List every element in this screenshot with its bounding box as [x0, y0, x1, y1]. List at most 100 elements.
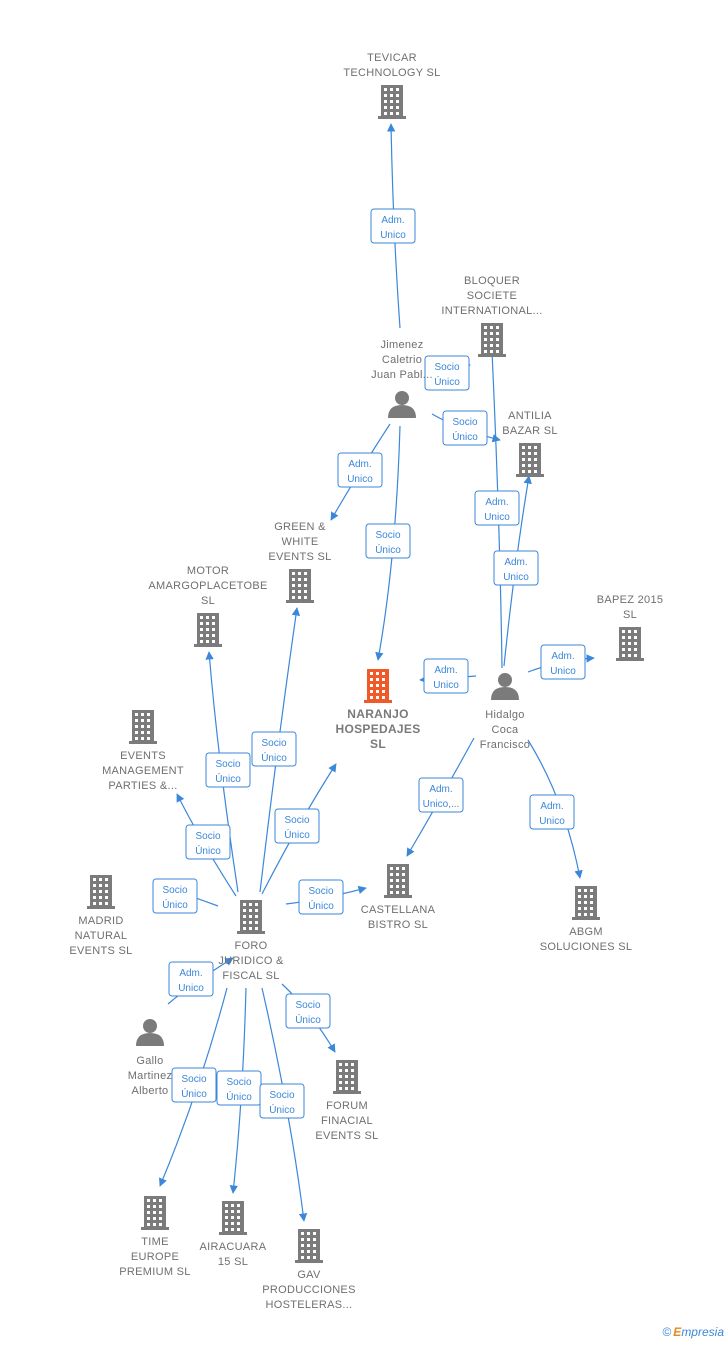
node-label: Gallo	[136, 1055, 163, 1067]
edge-label-text: Adm.	[540, 801, 563, 812]
building-icon[interactable]	[516, 443, 544, 477]
edge-label-gallo-foro[interactable]: Adm.Unico	[168, 961, 214, 997]
edge-label-text: Adm.	[434, 665, 457, 676]
node-label: WHITE	[282, 536, 319, 548]
edge-label-jimenez-green[interactable]: Adm.Unico	[337, 452, 383, 488]
edge-label-jimenez-tevicar[interactable]: Adm.Unico	[370, 208, 416, 244]
node-label: MANAGEMENT	[102, 765, 184, 777]
building-icon[interactable]	[219, 1201, 247, 1235]
edge-label-box	[337, 452, 383, 488]
edge-label-box	[205, 752, 251, 788]
edge-label-text: Adm.	[381, 215, 404, 226]
building-icon[interactable]	[378, 85, 406, 119]
node-label: SL	[370, 737, 386, 751]
edge-label-text: Socio	[295, 1000, 320, 1011]
edge-label-text: Adm.	[504, 557, 527, 568]
building-icon[interactable]	[364, 669, 392, 703]
node-gav[interactable]: GAVPRODUCCIONESHOSTELERAS...	[262, 1229, 355, 1311]
edge-label-text: Único	[284, 828, 310, 841]
edge-label-hidalgo-naranjo[interactable]: Adm.Unico	[423, 658, 469, 694]
node-label: Jimenez	[380, 339, 423, 351]
edge-label-text: Socio	[195, 831, 220, 842]
edge-label-text: Único	[308, 899, 334, 912]
edge-label-text: Socio	[215, 759, 240, 770]
building-icon[interactable]	[616, 627, 644, 661]
edge-label-text: Único	[261, 751, 287, 764]
building-icon[interactable]	[384, 864, 412, 898]
node-label: FORUM	[326, 1100, 368, 1112]
building-icon[interactable]	[194, 613, 222, 647]
building-icon[interactable]	[572, 886, 600, 920]
edge-label-box	[365, 523, 411, 559]
edge-label-hidalgo-bloquer[interactable]: Adm.Unico	[474, 490, 520, 526]
copyright-symbol: ©	[662, 1325, 672, 1339]
node-label: HOSPEDAJES	[335, 722, 420, 736]
node-label: BLOQUER	[464, 275, 520, 287]
person-icon[interactable]	[136, 1019, 164, 1046]
node-label: SOLUCIONES SL	[540, 941, 633, 953]
building-icon[interactable]	[295, 1229, 323, 1263]
node-label: INTERNATIONAL...	[441, 305, 542, 317]
edge-label-box	[185, 824, 231, 860]
node-label: MADRID	[78, 915, 123, 927]
node-bloquer[interactable]: BLOQUERSOCIETEINTERNATIONAL...	[441, 275, 542, 357]
node-label: FORO	[235, 940, 268, 952]
edge-label-box	[493, 550, 539, 586]
node-label: GAV	[297, 1269, 321, 1281]
building-icon[interactable]	[237, 900, 265, 934]
building-icon[interactable]	[286, 569, 314, 603]
building-icon[interactable]	[141, 1196, 169, 1230]
edge-label-text: Único	[195, 844, 221, 857]
edge-label-text: Adm.	[485, 497, 508, 508]
building-icon[interactable]	[87, 875, 115, 909]
edge-label-hidalgo-antilia[interactable]: Adm.Unico	[493, 550, 539, 586]
node-label: NATURAL	[75, 930, 128, 942]
person-icon[interactable]	[388, 391, 416, 418]
edge-label-text: Adm.	[429, 784, 452, 795]
edge-label-text: Socio	[434, 362, 459, 373]
node-label: EVENTS	[120, 750, 166, 762]
edge-label-text: Único	[162, 898, 188, 911]
edge-label-hidalgo-bapez[interactable]: Adm.Unico	[540, 644, 586, 680]
edge-label-hidalgo-abgm[interactable]: Adm.Unico	[529, 794, 575, 830]
edge-label-hidalgo-castellana[interactable]: Adm.Unico,...	[418, 777, 464, 813]
edge-label-text: Único	[215, 772, 241, 785]
building-icon[interactable]	[129, 710, 157, 744]
building-icon[interactable]	[478, 323, 506, 357]
edge-label-text: Socio	[181, 1074, 206, 1085]
edge-label-text: Único	[434, 375, 460, 388]
node-label: HOSTELERAS...	[265, 1299, 352, 1311]
building-icon[interactable]	[333, 1060, 361, 1094]
person-icon[interactable]	[491, 673, 519, 700]
